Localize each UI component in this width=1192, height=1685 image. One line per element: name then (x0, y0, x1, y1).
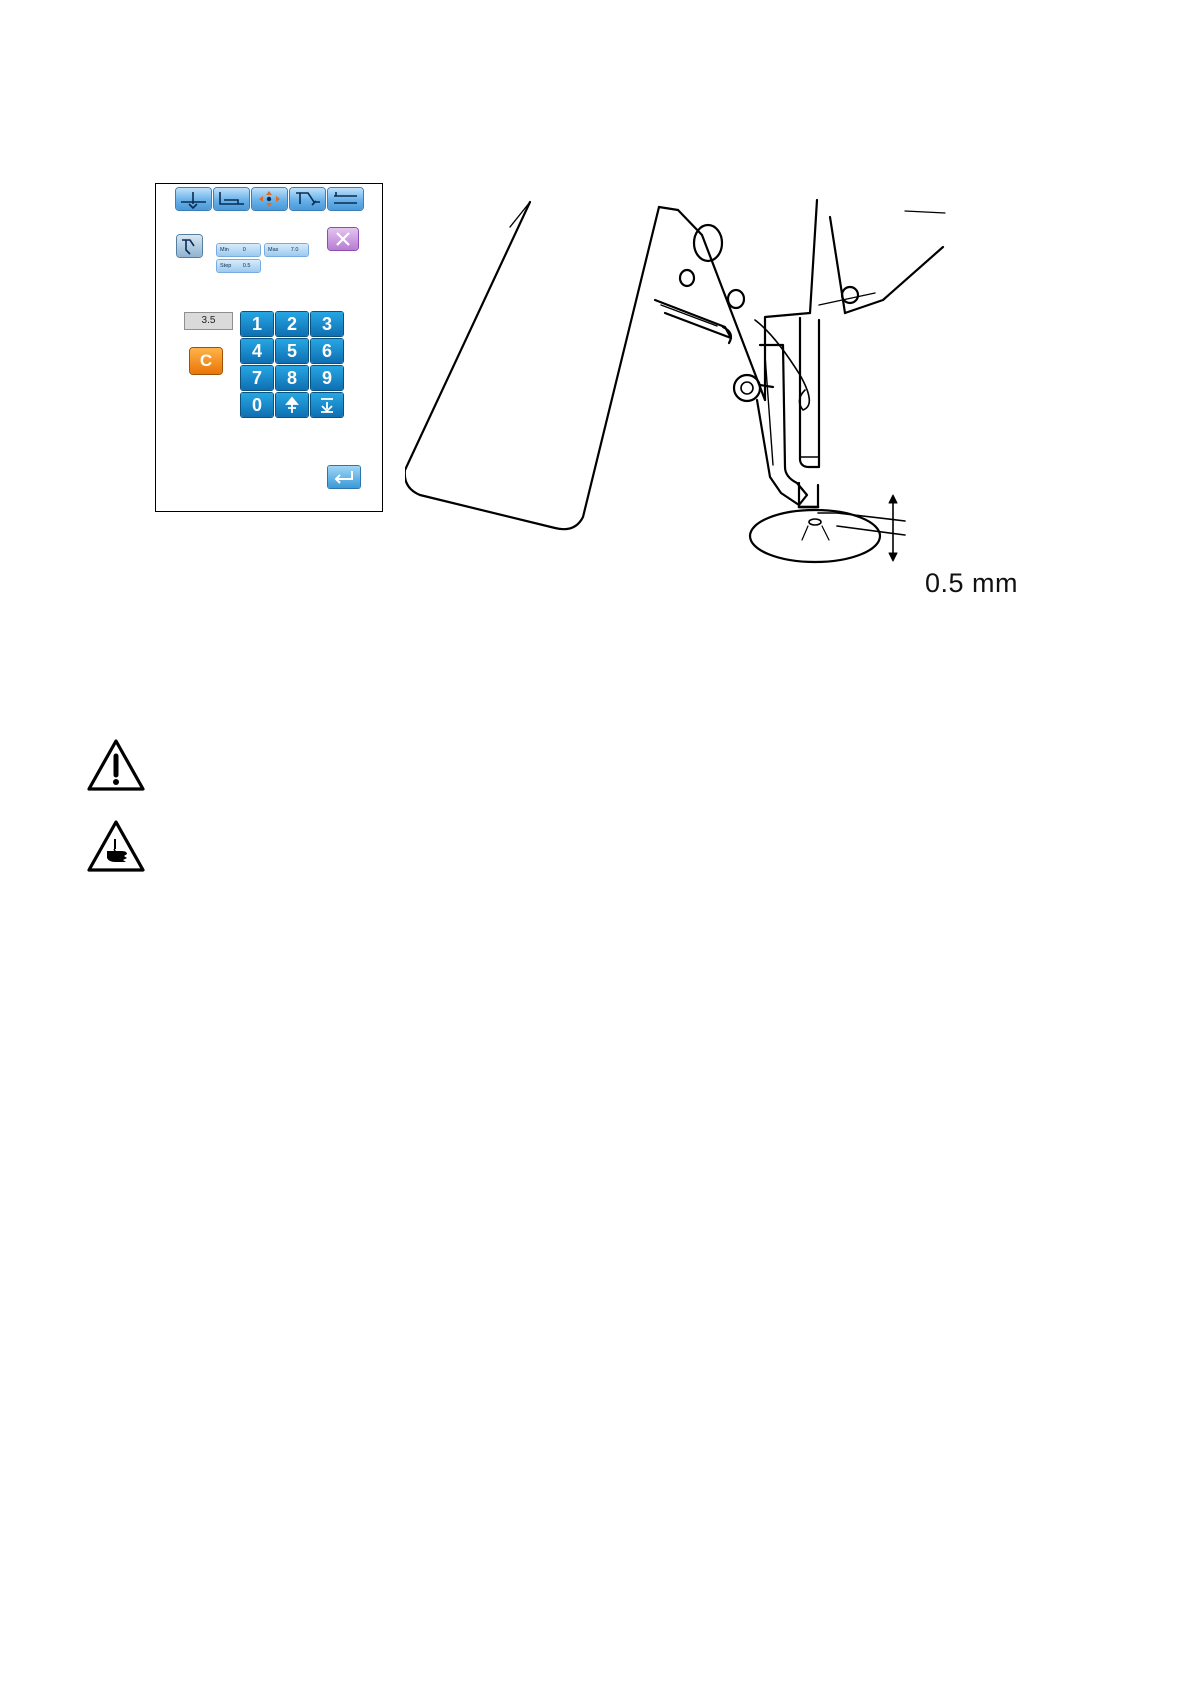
key-9[interactable]: 9 (311, 366, 343, 390)
needle-thread-icon[interactable] (290, 188, 325, 210)
min-chip: Min 0 (217, 244, 260, 256)
key-8[interactable]: 8 (276, 366, 308, 390)
bed-height-icon[interactable] (328, 188, 363, 210)
key-2[interactable]: 2 (276, 312, 308, 336)
touch-panel: Min 0 Max 7.0 Step 0.5 3.5 1 2 3 4 5 6 7… (155, 183, 383, 512)
key-7[interactable]: 7 (241, 366, 273, 390)
hand-hazard-icon (85, 818, 147, 874)
key-5[interactable]: 5 (276, 339, 308, 363)
height-adjust-icon[interactable] (214, 188, 249, 210)
step-label: Step (220, 263, 231, 269)
max-chip: Max 7.0 (265, 244, 308, 256)
enter-button[interactable] (328, 466, 360, 488)
caution-triangle-icon (85, 737, 147, 793)
close-button[interactable] (328, 228, 358, 250)
key-6[interactable]: 6 (311, 339, 343, 363)
max-value: 7.0 (291, 244, 299, 256)
move-arrows-icon[interactable] (252, 188, 287, 210)
step-chip: Step 0.5 (217, 260, 260, 272)
presser-foot-icon[interactable] (176, 188, 211, 210)
min-value: 0 (243, 244, 246, 256)
key-4[interactable]: 4 (241, 339, 273, 363)
gap-dimension-label: 0.5 mm (925, 568, 1018, 599)
increment-icon[interactable] (276, 393, 308, 417)
key-1[interactable]: 1 (241, 312, 273, 336)
needle-mode-icon (177, 235, 202, 257)
step-value: 0.5 (243, 260, 251, 272)
key-0[interactable]: 0 (241, 393, 273, 417)
key-3[interactable]: 3 (311, 312, 343, 336)
clear-button[interactable]: C (190, 348, 222, 374)
max-label: Max (268, 247, 278, 253)
min-label: Min (220, 247, 229, 253)
decrement-icon[interactable] (311, 393, 343, 417)
value-display: 3.5 (184, 312, 233, 330)
